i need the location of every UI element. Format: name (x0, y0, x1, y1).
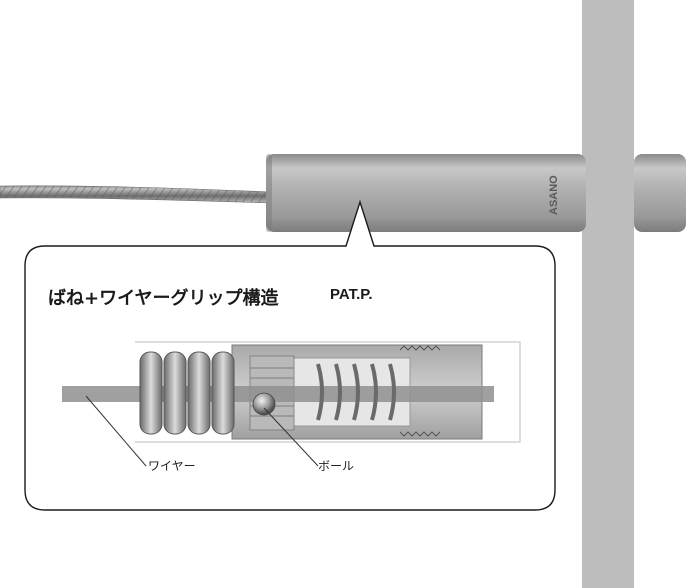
label-wire: ワイヤー (148, 459, 196, 473)
cross-section (62, 341, 521, 443)
leader-line-ball (263, 407, 319, 467)
patent-mark: PAT.P. (330, 286, 373, 303)
callout-title: ばね+ワイヤーグリップ構造 (48, 288, 279, 309)
wire-rod (62, 386, 494, 402)
gripper-cylinder (266, 154, 586, 232)
wire-cable (0, 185, 271, 204)
leader-line-wire (85, 395, 147, 467)
gripper-cap (634, 154, 686, 232)
brand-engraving: ASANO (548, 175, 560, 215)
wall-panel (582, 0, 634, 588)
ball (252, 392, 276, 416)
inner-spring (316, 363, 396, 421)
outer-spring (139, 351, 235, 435)
label-ball: ボール (318, 459, 355, 473)
